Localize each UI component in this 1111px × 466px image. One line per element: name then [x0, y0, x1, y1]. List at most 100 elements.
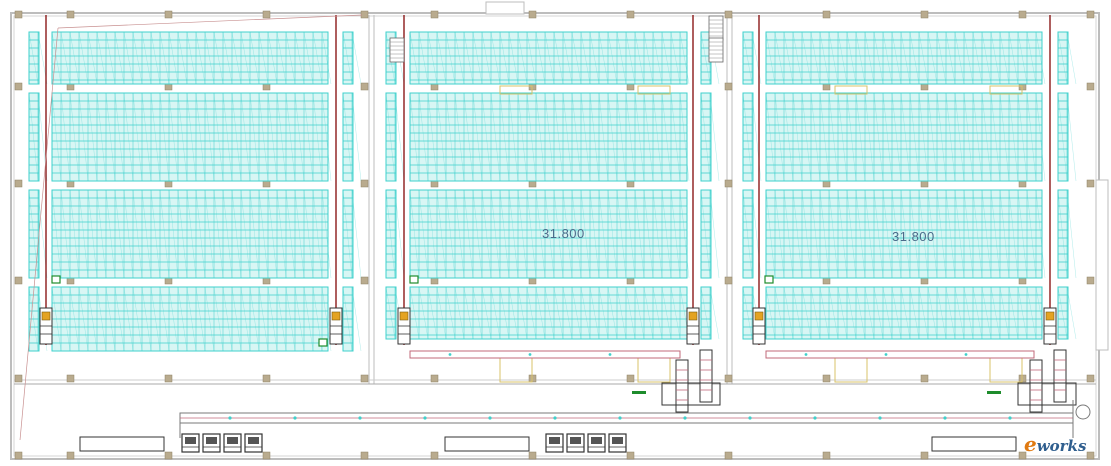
station-screen — [570, 437, 581, 444]
rack-brace — [526, 189, 537, 279]
rack-brace — [927, 189, 938, 279]
rack-brace — [240, 189, 251, 279]
column — [14, 179, 23, 188]
rack-brace — [792, 31, 803, 85]
rack-brace — [418, 189, 429, 279]
rack-brace — [303, 31, 314, 85]
rack-block — [409, 286, 690, 340]
transfer-unit — [1053, 349, 1067, 403]
rack-brace — [598, 31, 609, 85]
rack-brace — [819, 92, 830, 182]
rack-brace — [517, 92, 528, 182]
rack-block — [51, 31, 332, 85]
rack-brace — [427, 92, 438, 182]
rack-brace — [105, 189, 116, 279]
rack-brace — [828, 286, 839, 340]
rack-brace — [855, 189, 866, 279]
rack-brace — [490, 286, 501, 340]
rack-brace — [927, 286, 938, 340]
rack-brace — [846, 92, 857, 182]
rack-block — [51, 189, 332, 279]
rack-block — [28, 189, 48, 279]
eworks-logo: eworks — [1024, 432, 1087, 456]
column — [920, 451, 929, 460]
rack-brace — [1026, 31, 1037, 85]
rack-brace — [873, 189, 884, 279]
rack-brace — [765, 189, 776, 279]
column — [14, 451, 23, 460]
rack-brace — [445, 286, 456, 340]
rack-brace — [409, 286, 420, 340]
rack-brace — [765, 286, 776, 340]
zone-label-right — [932, 437, 1016, 451]
rack-brace — [1066, 189, 1077, 279]
rack-brace — [963, 189, 974, 279]
rack-brace — [652, 92, 663, 182]
rack-brace — [1035, 189, 1046, 279]
column — [822, 10, 831, 19]
crane-cab — [1045, 311, 1055, 321]
rack-brace — [846, 31, 857, 85]
rack-brace — [454, 31, 465, 85]
rack-brace — [204, 92, 215, 182]
rack-brace — [819, 31, 830, 85]
rack-brace — [625, 189, 636, 279]
rack-brace — [810, 286, 821, 340]
station-screen — [549, 437, 560, 444]
rack-brace — [891, 92, 902, 182]
rack-brace — [114, 92, 125, 182]
rack-brace — [385, 286, 396, 340]
rack-brace — [999, 31, 1010, 85]
rack-block — [51, 92, 332, 182]
rack-brace — [240, 286, 251, 352]
rack-brace — [792, 189, 803, 279]
rack-frame — [409, 31, 688, 85]
rack-brace — [186, 286, 197, 352]
rack-brace — [1066, 286, 1077, 340]
stair-symbol — [389, 37, 405, 63]
rack-brace — [783, 189, 794, 279]
door-opening — [834, 85, 868, 95]
conveyor-roller — [683, 416, 687, 420]
top-notch — [485, 1, 525, 15]
rack-brace — [28, 31, 39, 85]
rack-brace — [792, 286, 803, 340]
rack-brace — [1008, 286, 1019, 340]
rack-brace — [972, 92, 983, 182]
rack-brace — [909, 92, 920, 182]
reference-line — [19, 27, 59, 441]
rack-brace — [801, 286, 812, 340]
rack-brace — [918, 92, 929, 182]
elevation-label-hall-3: 31.800 — [892, 229, 935, 244]
station-screen — [227, 437, 238, 444]
rack-brace — [267, 31, 278, 85]
rack-brace — [765, 92, 776, 182]
rack-brace — [303, 189, 314, 279]
rack-brace — [1057, 31, 1068, 85]
stacker-crane — [752, 307, 766, 345]
rack-brace — [303, 92, 314, 182]
rack-block — [385, 92, 405, 182]
rack-brace — [481, 31, 492, 85]
rack-brace — [981, 286, 992, 340]
conveyor-roller — [618, 416, 622, 420]
rack-brace — [652, 189, 663, 279]
rack-brace — [249, 31, 260, 85]
rack-brace — [643, 31, 654, 85]
column — [164, 374, 173, 383]
rack-brace — [312, 189, 323, 279]
rack-brace — [990, 31, 1001, 85]
rack-brace — [87, 189, 98, 279]
station-screen — [248, 437, 259, 444]
rack-brace — [177, 31, 188, 85]
rack-brace — [1008, 92, 1019, 182]
rack-brace — [463, 31, 474, 85]
picking-station — [223, 433, 242, 453]
conveyor-roller — [813, 416, 817, 420]
picking-station — [587, 433, 606, 453]
rack-brace — [954, 92, 965, 182]
rack-frame — [765, 31, 1043, 85]
rack-brace — [742, 31, 753, 85]
station-screen — [591, 437, 602, 444]
rack-brace — [517, 286, 528, 340]
